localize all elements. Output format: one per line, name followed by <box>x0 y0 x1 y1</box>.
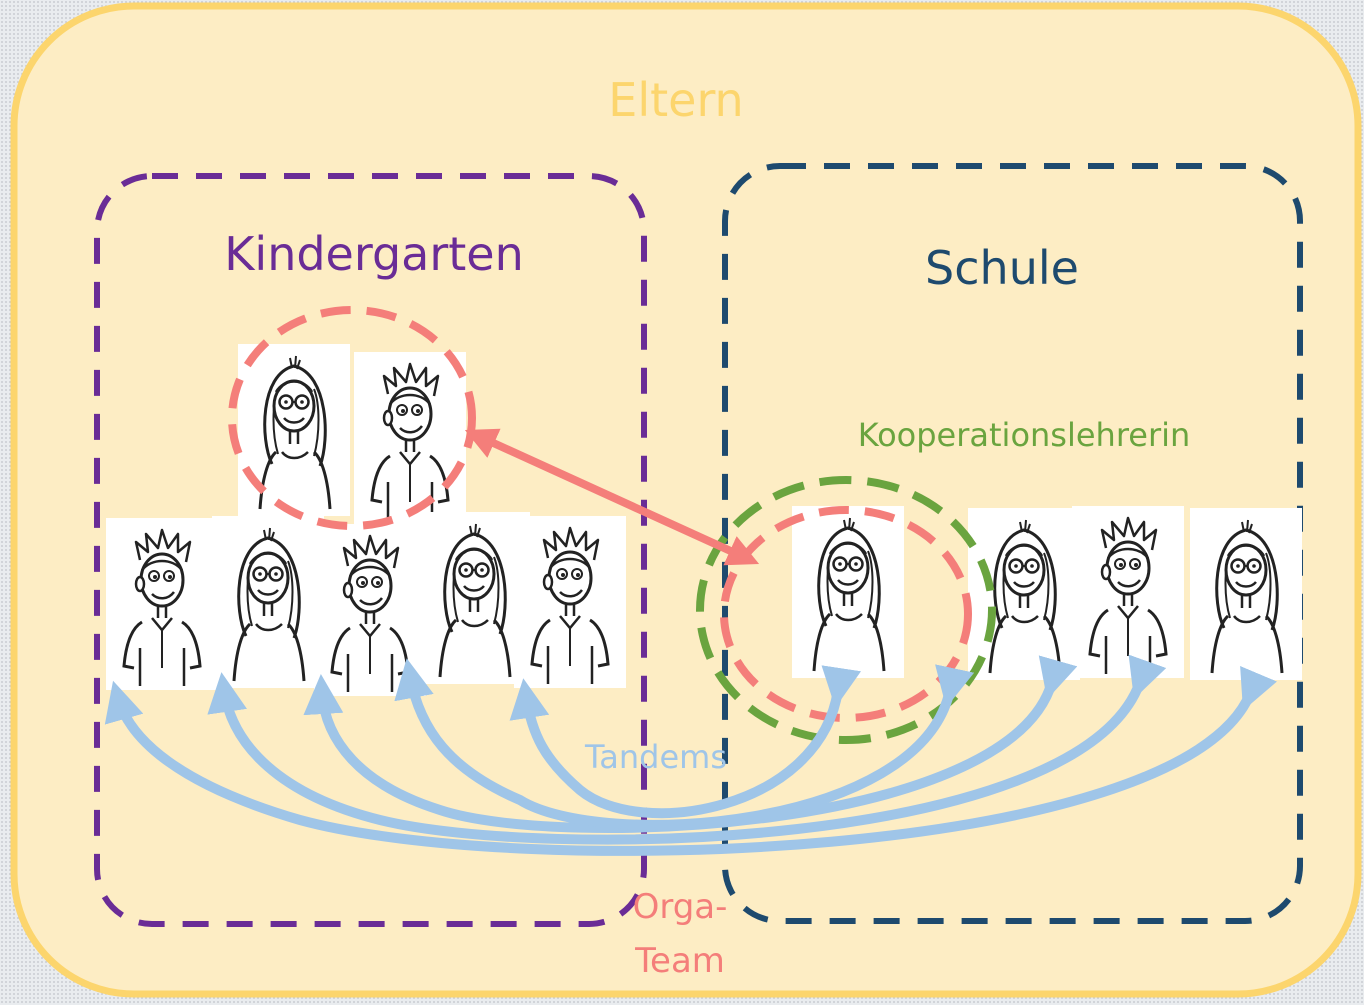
tandems-label: Tandems <box>584 738 727 776</box>
kooperation-circle <box>696 476 996 744</box>
kindergarten-person-1 <box>104 516 220 692</box>
schule-kooperationslehrerin-person <box>790 504 906 680</box>
kindergarten-person-2 <box>210 514 326 690</box>
kindergarten-label: Kindergarten <box>224 227 524 281</box>
orga-circle-kindergarten <box>228 306 476 530</box>
kindergarten-person-3 <box>312 522 428 698</box>
kindergarten-person-4 <box>416 510 532 686</box>
kindergarten-orga-person-girl <box>236 342 352 518</box>
tandem-arrow-5 <box>509 665 862 819</box>
schule-label: Schule <box>925 241 1079 295</box>
tandem-arrow-2 <box>207 654 1167 845</box>
schule-person-3 <box>1188 506 1304 682</box>
kindergarten-orga-person-boy <box>352 350 468 526</box>
tandem-arrows <box>104 654 1278 856</box>
tandem-arrow-4 <box>394 658 975 830</box>
tandem-arrow-3 <box>303 655 1078 834</box>
eltern-label: Eltern <box>608 73 743 127</box>
orga-team-label-line2: Team <box>634 941 725 981</box>
kindergarten-person-5 <box>512 514 628 690</box>
tandem-arrow-1 <box>104 665 1278 856</box>
kooperationslehrerin-label: Kooperationslehrerin <box>858 416 1191 454</box>
orga-double-arrow <box>464 428 760 566</box>
schule-person-2 <box>1070 504 1186 680</box>
schule-person-1 <box>966 506 1082 682</box>
orga-team-label-line1: Orga- <box>633 887 728 927</box>
orga-circle-schule <box>720 506 972 722</box>
